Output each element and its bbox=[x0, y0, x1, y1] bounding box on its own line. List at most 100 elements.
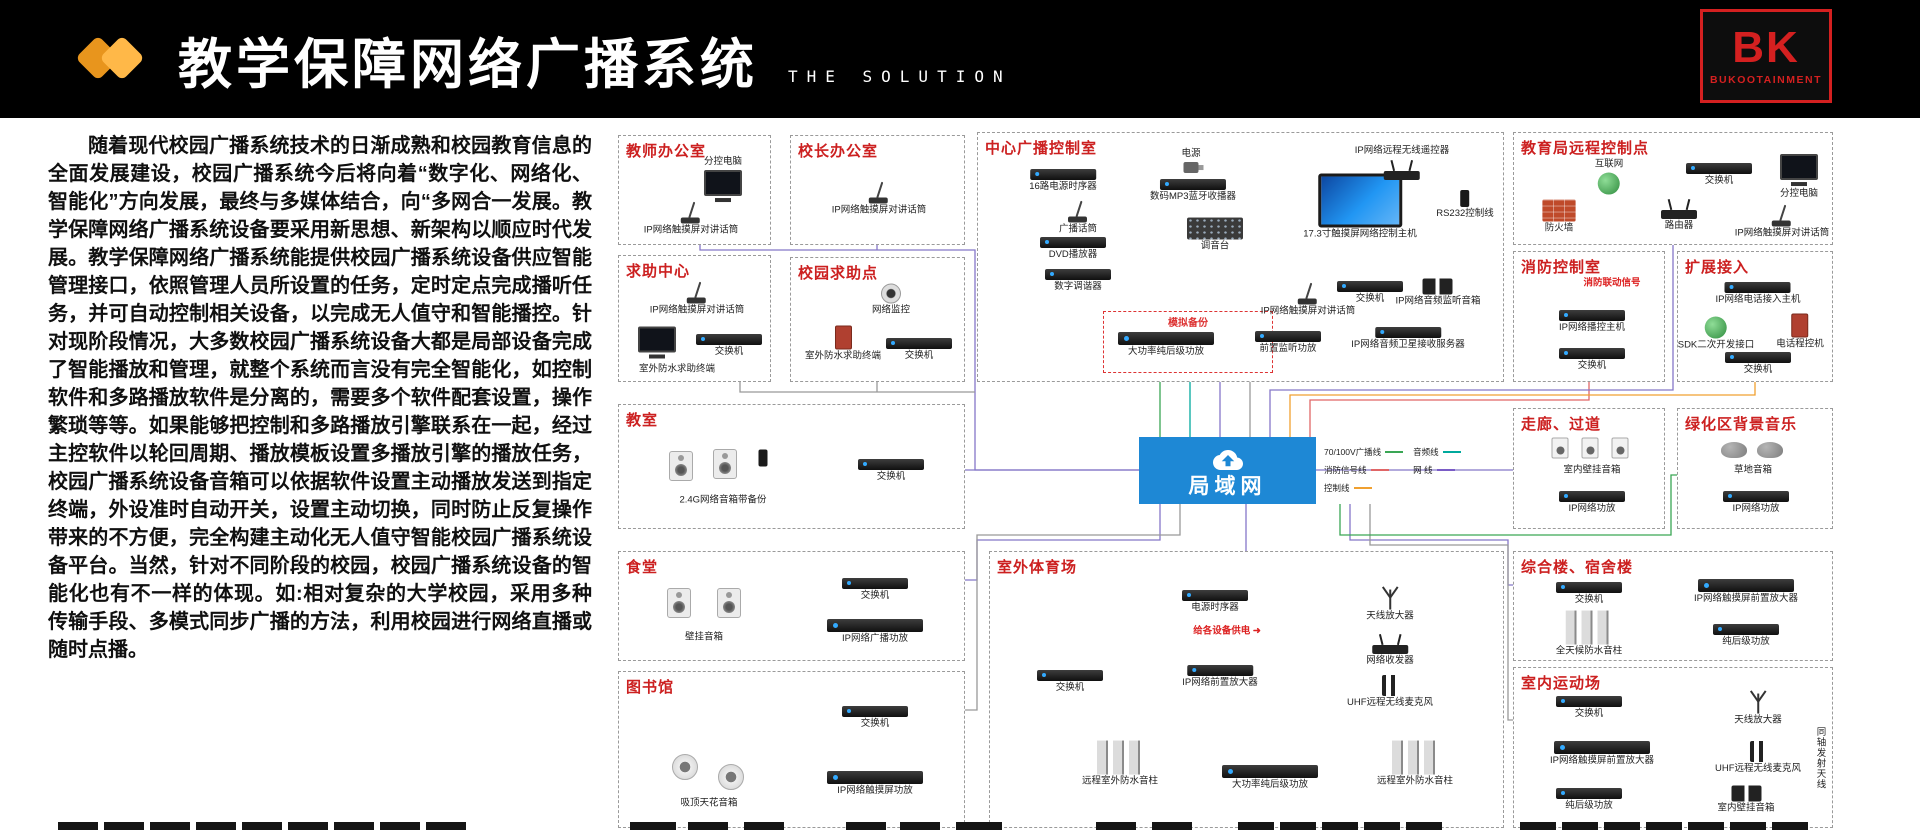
header-bar: 教学保障网络广播系统 THE SOLUTION BK BUKOOTAINMENT bbox=[0, 0, 1920, 118]
wire bbox=[1339, 474, 1677, 536]
device-rack: DVD播放器 bbox=[1040, 237, 1106, 261]
device-monitor: 分控电脑 bbox=[1779, 154, 1818, 200]
device-speaker-sm bbox=[1581, 437, 1599, 461]
device-label: 防火墙 bbox=[1544, 222, 1574, 234]
wire bbox=[1309, 382, 1590, 437]
device-label: IP网络播控主机 bbox=[1559, 322, 1625, 334]
device-label: UHF远程无线麦克风 bbox=[1714, 763, 1802, 775]
device-label: 壁挂音箱 bbox=[684, 631, 724, 643]
device-antenna: 天线放大器 bbox=[1366, 582, 1414, 623]
device-label: 天线放大器 bbox=[1734, 714, 1782, 726]
intro-panel: 随着现代校园广播系统技术的日渐成熟和校园教育信息的全面发展建设，校园广播系统今后… bbox=[48, 132, 592, 664]
device-speaker bbox=[713, 449, 737, 481]
device-label: 交换机 bbox=[1743, 364, 1773, 376]
cut-off-text-fragment bbox=[900, 822, 940, 830]
touchscreen-icon bbox=[1318, 173, 1402, 228]
device-speaker bbox=[669, 451, 693, 483]
device-label: 交换机 bbox=[1055, 682, 1085, 694]
rack-icon bbox=[1374, 327, 1441, 339]
columns-icon bbox=[1096, 740, 1143, 775]
device-label: 交换机 bbox=[904, 350, 934, 362]
legend-label: 消防信号线 bbox=[1324, 465, 1367, 475]
speaker-icon bbox=[669, 451, 693, 481]
cut-off-text-fragment bbox=[1646, 822, 1682, 830]
device-label: 吸顶天花音箱 bbox=[680, 797, 738, 809]
legend-item: 音频线 bbox=[1413, 446, 1474, 458]
group-title: 综合楼、宿舍楼 bbox=[1521, 559, 1634, 576]
firewall-icon bbox=[1542, 199, 1576, 222]
mixer-icon bbox=[1187, 217, 1243, 240]
device-none: 消防联动信号 bbox=[1583, 278, 1640, 290]
cut-off-text-fragment bbox=[334, 822, 374, 830]
rack-icon bbox=[1159, 179, 1226, 191]
cut-off-text-fragment bbox=[956, 822, 1002, 830]
device-speaker-sm bbox=[1611, 437, 1629, 461]
device-label: 给各设备供电 ➜ bbox=[1193, 625, 1261, 637]
rack-lg-icon bbox=[1118, 332, 1214, 346]
device-label: 室外防水求助终端 bbox=[804, 350, 882, 362]
device-label: 调音台 bbox=[1200, 240, 1230, 252]
legend-line-swatch bbox=[1436, 469, 1455, 471]
wire bbox=[1269, 245, 1674, 437]
speaker-sm-icon bbox=[1611, 437, 1629, 459]
device-none: 室内壁挂音箱 bbox=[1563, 464, 1621, 477]
device-label: IP网络触摸屏对讲话筒 bbox=[1260, 305, 1356, 317]
wire bbox=[1289, 382, 1756, 437]
legend-label: 网 线 bbox=[1413, 465, 1433, 475]
device-label: IP网络触摸屏对讲话筒 bbox=[831, 204, 927, 216]
plug-icon bbox=[1183, 161, 1204, 173]
device-rack: 前置监听功放 bbox=[1255, 331, 1321, 355]
rack-icon bbox=[1045, 269, 1111, 281]
cut-off-text-fragment bbox=[1152, 822, 1192, 830]
device-speaker-pair: 室内壁挂音箱 bbox=[1717, 785, 1775, 815]
device-label: 交换机 bbox=[860, 590, 890, 602]
device-speaker-pair: IP网络音频监听音箱 bbox=[1396, 278, 1480, 308]
device-label: DVD播放器 bbox=[1048, 249, 1098, 261]
device-label: IP网络功放 bbox=[1568, 503, 1616, 515]
device-speaker-sm bbox=[1551, 437, 1569, 461]
columns-icon bbox=[1391, 740, 1438, 775]
rack-icon bbox=[1559, 491, 1625, 503]
group-title: 教师办公室 bbox=[626, 143, 707, 160]
device-label: 交换机 bbox=[1355, 293, 1385, 305]
device-label: 室外防水求助终端 bbox=[638, 363, 716, 375]
rack-icon bbox=[858, 459, 924, 471]
device-label: 路由器 bbox=[1664, 220, 1694, 232]
wallbox-icon bbox=[834, 325, 852, 350]
device-remote bbox=[758, 449, 768, 469]
device-label: IP网络电话接入主机 bbox=[1715, 294, 1801, 306]
speaker-icon bbox=[667, 588, 691, 618]
device-touchscreen: 17.3寸触摸屏网络控制主机 bbox=[1303, 173, 1417, 241]
device-label: 16路电源时序器 bbox=[1029, 181, 1097, 193]
lan-label: 局域网 bbox=[1188, 474, 1267, 498]
group-title: 求助中心 bbox=[626, 263, 691, 280]
device-rack: 16路电源时序器 bbox=[1029, 169, 1097, 193]
cut-off-text-fragment bbox=[1280, 822, 1316, 830]
logo-text: BK bbox=[1732, 23, 1800, 72]
rack-icon bbox=[886, 338, 952, 350]
rack-icon bbox=[1037, 670, 1103, 682]
rack-icon bbox=[1556, 788, 1622, 800]
remote-icon bbox=[758, 449, 768, 467]
speaker-icon bbox=[717, 588, 741, 618]
rack-icon bbox=[1029, 169, 1096, 181]
line-legend: 70/100V广播线音频线消防信号线网 线控制线 bbox=[1324, 446, 1474, 494]
device-label: 远程室外防水音柱 bbox=[1376, 775, 1454, 787]
rock-icon bbox=[1721, 442, 1747, 458]
device-label: 交换机 bbox=[1574, 708, 1604, 720]
device-rock bbox=[1757, 442, 1783, 460]
cut-off-text-fragment bbox=[380, 822, 420, 830]
device-rack: IP网络功放 bbox=[1723, 491, 1789, 515]
device-label: 远程室外防水音柱 bbox=[1081, 775, 1159, 787]
device-firewall: 防火墙 bbox=[1542, 199, 1576, 235]
device-none: 给各设备供电 ➜ bbox=[1193, 625, 1261, 638]
device-label: 室内壁挂音箱 bbox=[1563, 464, 1621, 476]
device-label: 大功率纯后级功放 bbox=[1231, 779, 1308, 791]
device-columns: 远程室外防水音柱 bbox=[1376, 740, 1454, 788]
